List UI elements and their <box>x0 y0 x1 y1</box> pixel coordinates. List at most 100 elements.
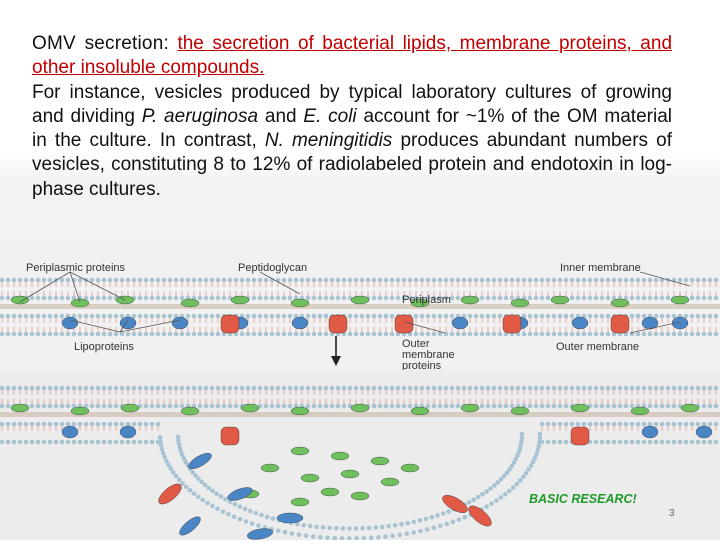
budding-inner-lipid-head <box>515 385 521 391</box>
budding-inner-lipid-head <box>407 403 413 409</box>
budding-inner-lipid-head <box>671 385 677 391</box>
vesicle-outer-head <box>383 534 388 539</box>
outer-lipid-head <box>695 313 701 319</box>
vesicle-outer-head <box>438 523 443 529</box>
vesicle-inner-head <box>177 445 183 451</box>
budding-periplasmic-protein <box>10 403 30 413</box>
inner-lipid-head <box>0 295 5 301</box>
vesicle-inner-head <box>353 526 359 531</box>
budding-inner-lipid-head <box>11 385 17 391</box>
inner-lipid-head <box>539 277 545 283</box>
budding-inner-lipid-head <box>701 385 707 391</box>
budding-periplasmic-protein <box>180 406 200 416</box>
budding-inner-lipid-head <box>557 385 563 391</box>
outer-lipid-head <box>545 313 551 319</box>
inner-lipid-head <box>29 277 35 283</box>
budding-inner-lipid-head <box>497 385 503 391</box>
budding-inner-lipid-head <box>41 385 47 391</box>
inner-lipid-head <box>581 295 587 301</box>
budding-inner-lipid-head <box>287 385 293 391</box>
budding-outer-head <box>29 421 35 427</box>
vesicle-inner-head <box>417 518 423 523</box>
budding-outer-head <box>617 439 623 445</box>
budding-inner-lipid-head <box>311 403 317 409</box>
budding-inner-lipid-head <box>425 403 431 409</box>
outer-lipid-head <box>461 313 467 319</box>
budding-inner-lipid-head <box>5 403 11 409</box>
omv-definition: the secretion of bacterial lipids, membr… <box>32 33 673 79</box>
budding-inner-lipid-head <box>293 385 299 391</box>
inner-lipid-head <box>497 277 503 283</box>
vesicle-outer-head <box>489 501 494 506</box>
budding-inner-lipid-head <box>329 403 335 409</box>
outer-lipid-head <box>305 313 311 319</box>
body-text-2: account for ~1% of the OM material in th… <box>32 105 672 152</box>
vesicle-outer-head <box>325 535 330 541</box>
vesicle-outer-head <box>534 451 539 457</box>
outer-lipid-head <box>299 331 305 337</box>
vesicle-outer-head <box>536 443 542 449</box>
outer-lipid-head <box>479 313 485 319</box>
vesicle-inner-head <box>190 469 195 475</box>
vesicle-outer-head <box>215 506 220 512</box>
inner-lipid-head <box>83 295 89 301</box>
label-omp-line2: membrane <box>402 349 455 361</box>
outer-lipid-head <box>383 331 389 337</box>
budding-outer-head <box>599 439 605 445</box>
outer-lipid-head <box>593 331 599 337</box>
lipoprotein <box>171 316 189 330</box>
vesicle-outer-head <box>237 516 243 522</box>
inner-lipid-head <box>455 295 461 301</box>
budding-inner-lipid-head <box>551 385 557 391</box>
budding-outer-head <box>551 421 557 427</box>
outer-lipid-head <box>113 313 119 319</box>
outer-lipid-head <box>77 313 83 319</box>
vesicle-outer-head <box>200 497 206 503</box>
envelope-proteins <box>10 295 690 334</box>
budding-inner-lipid-head <box>413 385 419 391</box>
budding-inner-lipid-head <box>0 385 5 391</box>
vesicle-outer-head <box>158 442 164 448</box>
outer-lipid-head <box>71 313 77 319</box>
outer-lipid-head <box>155 331 161 337</box>
budding-inner-lipid-head <box>35 403 41 409</box>
outer-lipid-head <box>527 331 533 337</box>
outer-lipid-head <box>437 331 443 337</box>
budding-outer-head <box>83 439 89 445</box>
budding-inner-lipid-head <box>179 385 185 391</box>
vesicle-outer-head <box>183 484 189 490</box>
outer-lipid-head <box>317 331 323 337</box>
vesicle-inner-head <box>347 526 352 531</box>
inner-lipid-head <box>293 277 299 283</box>
budding-outer-head <box>671 439 677 445</box>
inner-lipid-head <box>515 277 521 283</box>
outer-lipid-head <box>467 331 473 337</box>
outer-lipid-head <box>713 313 719 319</box>
budding-inner-lipid-head <box>605 385 611 391</box>
outer-lipid-head <box>53 313 59 319</box>
budding-outer-head <box>149 439 155 445</box>
inner-lipid-head <box>197 277 203 283</box>
budding-outer-head <box>617 421 623 427</box>
vesicle-outer-head <box>514 481 520 487</box>
budding-inner-lipid-head <box>101 385 107 391</box>
vesicle-outer-head <box>205 500 210 506</box>
budding-outer-head <box>17 421 23 427</box>
budding-inner-lipid-head <box>47 385 53 391</box>
budding-inner-lipid-head <box>461 385 467 391</box>
vesicle-outer-head <box>176 477 182 483</box>
budding-inner-lipid-head <box>689 385 695 391</box>
outer-lipid-head <box>371 313 377 319</box>
budding-inner-lipid-head <box>341 385 347 391</box>
outer-lipid-head <box>287 313 293 319</box>
outer-lipid-head <box>557 331 563 337</box>
outer-lipid-head <box>269 313 275 319</box>
outer-lipid-head <box>275 331 281 337</box>
budding-inner-lipid-head <box>419 385 425 391</box>
inner-lipid-head <box>425 277 431 283</box>
budding-inner-lipid-head <box>275 403 281 409</box>
inner-lipid-head <box>479 295 485 301</box>
budding-outer-head <box>65 439 71 445</box>
inner-lipid-head <box>389 295 395 301</box>
vesicle-inner-head <box>218 494 224 499</box>
